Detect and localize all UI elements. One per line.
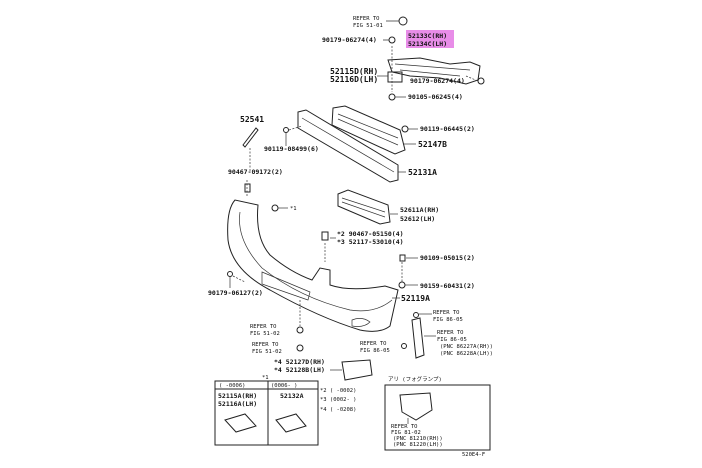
pnc-label-81220: (PNC 81220(LH))	[393, 442, 443, 448]
strip-52541-drawing	[242, 127, 259, 196]
part-label-52611a[interactable]: 52611A(RH)	[400, 206, 439, 214]
reinforcement-52131a-drawing	[283, 109, 406, 183]
refer-label: REFER TO	[433, 310, 460, 316]
pnc-label-81210: (PNC 81210(RH))	[393, 436, 443, 442]
note-4: *4 ( -0208)	[320, 407, 356, 413]
part-label-52115d[interactable]: 52115D(RH)	[330, 67, 378, 76]
part-label-90467-09172[interactable]: 90467-09172(2)	[228, 168, 283, 176]
part-label-52131a[interactable]: 52131A	[408, 168, 437, 177]
refer-label: REFER TO	[252, 342, 279, 348]
part-label-90467-05150[interactable]: *2 90467-05150(4)	[337, 230, 404, 238]
note-marker: *1	[262, 375, 269, 381]
part-label-52116d[interactable]: 52116D(LH)	[330, 75, 378, 84]
part-label-90105-06245[interactable]: 90105-06245(4)	[408, 93, 463, 101]
bracket-52611a-drawing	[337, 189, 398, 225]
part-label-52119a[interactable]: 52119A	[401, 294, 430, 303]
refer-fig-label[interactable]: FIG 86-05	[433, 317, 463, 323]
part-label-52116a[interactable]: 52116A(LH)	[218, 400, 257, 408]
absorber-52147b-drawing	[331, 105, 418, 155]
fog-lamp-title: アリ (フォグランプ)	[388, 375, 442, 383]
refer-label: REFER TO	[391, 424, 418, 430]
part-label-52134c[interactable]: 52134C(LH)	[408, 40, 447, 48]
note-3: *3 (0002- )	[320, 397, 356, 403]
pnc-label-86228a: (PNC 86228A(LH))	[440, 351, 493, 357]
part-label-90179-06274[interactable]: 90179-06274(4)	[322, 36, 377, 44]
diagram-code: 520E4-F	[462, 452, 485, 458]
refer-fig-label[interactable]: FIG 81-02	[391, 430, 421, 436]
part-label-52128b[interactable]: *4 52128B(LH)	[274, 366, 325, 374]
part-label-90159-60431[interactable]: 90159-60431(2)	[420, 282, 475, 290]
refer-label: REFER TO	[353, 16, 380, 22]
refer-label: REFER TO	[437, 330, 464, 336]
table-header-col1: ( -0006)	[219, 383, 246, 389]
part-label-90109-05015[interactable]: 90109-05015(2)	[420, 254, 475, 262]
refer-fig-label[interactable]: FIG 51-02	[250, 331, 280, 337]
lower-parts-drawing	[296, 300, 436, 381]
part-label-90179-06127[interactable]: 90179-06127(2)	[208, 289, 263, 297]
bracket-52115d-drawing	[377, 46, 485, 101]
bracket-52133c-drawing	[383, 16, 481, 85]
part-label-52117-53010[interactable]: *3 52117-53010(4)	[337, 238, 404, 246]
part-label-52612[interactable]: 52612(LH)	[400, 215, 435, 223]
part-label-90119-08499[interactable]: 90119-08499(6)	[264, 145, 319, 153]
refer-fig-label[interactable]: FIG 86-05	[360, 348, 390, 354]
part-label-52133c[interactable]: 52133C(RH)	[408, 32, 447, 40]
part-label-52147b[interactable]: 52147B	[418, 140, 447, 149]
pnc-label-86227a: (PNC 86227A(RH))	[440, 344, 493, 350]
refer-fig-label[interactable]: FIG 86-05	[437, 337, 467, 343]
part-label-90179-06274-b[interactable]: 90179-06274(4)	[410, 77, 465, 85]
table-header-col2: (0006- )	[271, 383, 298, 389]
part-label-52115a[interactable]: 52115A(RH)	[218, 392, 257, 400]
part-label-90119-06445[interactable]: 90119-06445(2)	[420, 125, 475, 133]
refer-fig-label[interactable]: FIG 51-02	[252, 349, 282, 355]
bumper-cover-drawing	[227, 199, 418, 332]
refer-label: REFER TO	[360, 341, 387, 347]
part-label-52132a[interactable]: 52132A	[280, 392, 304, 400]
fog-lamp-box: REFER TO FIG 81-02 (PNC 81210(RH)) (PNC …	[384, 384, 491, 451]
variant-table: ( -0006) (0006- ) 52115A(RH) 52116A(LH) …	[214, 380, 319, 446]
note-2: *2 ( -0002)	[320, 388, 356, 394]
refer-label: REFER TO	[250, 324, 277, 330]
part-label-52541[interactable]: 52541	[240, 115, 264, 124]
part-label-52127d[interactable]: *4 52127D(RH)	[274, 358, 325, 366]
note-marker: *1	[290, 206, 297, 212]
refer-fig-label[interactable]: FIG 51-01	[353, 23, 383, 29]
highlight-52133c	[406, 30, 454, 48]
